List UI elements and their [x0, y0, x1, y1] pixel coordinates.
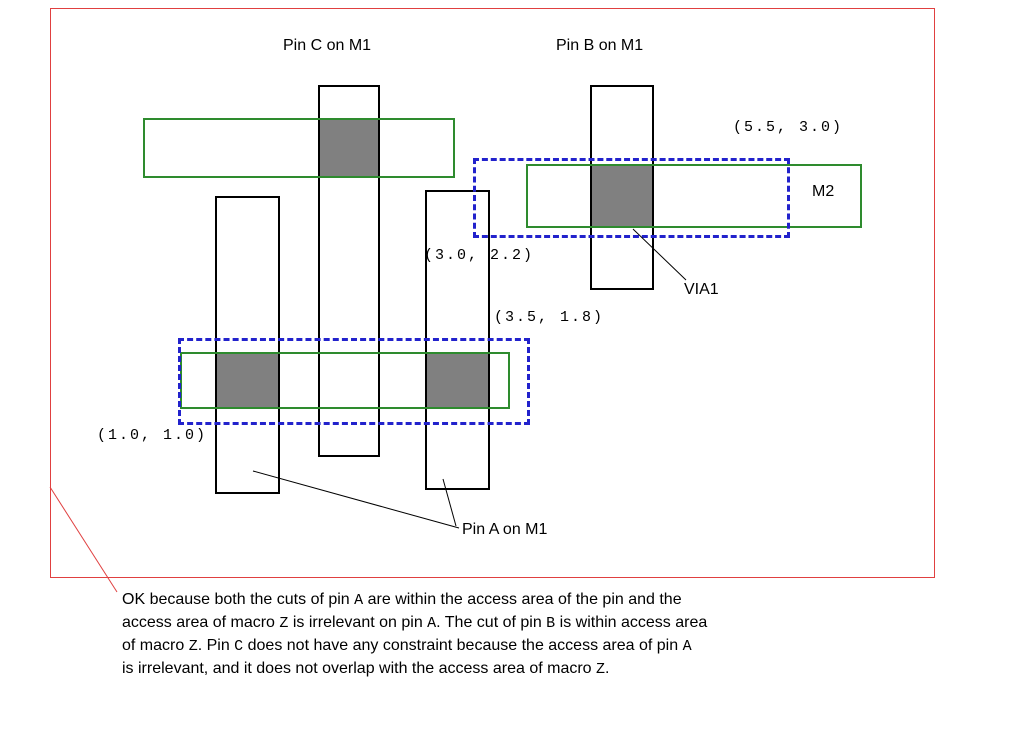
via-cut-pin-b: [590, 164, 654, 228]
via-cut-pin-c: [318, 118, 380, 178]
pin-c-shape: [318, 85, 380, 457]
pin-a-left-shape: [215, 196, 280, 494]
pin-c-label: Pin C on M1: [283, 37, 372, 54]
coord-label-bottom-left: (1.0, 1.0): [97, 427, 208, 444]
macro-z-access-area-bottom: [178, 338, 530, 425]
coord-label-blue-bottom-corner: (3.5, 1.8): [494, 309, 605, 326]
via1-label: VIA1: [684, 281, 719, 298]
m2-label: M2: [812, 183, 835, 200]
coord-label-blue-right-corner: (3.0, 2.2): [424, 247, 535, 264]
caption-line: is irrelevant, and it does not overlap w…: [122, 660, 610, 678]
access-area-pin-a: [180, 352, 510, 409]
pin-a-label: Pin A on M1: [462, 521, 548, 538]
coord-label-top-right: (5.5, 3.0): [733, 119, 844, 136]
via-cut-pin-a-right: [425, 352, 490, 409]
caption-line: OK because both the cuts of pin A are wi…: [122, 591, 682, 609]
via-cut-pin-a-left: [215, 352, 280, 409]
access-area-m2: [526, 164, 862, 228]
pin-b-shape: [590, 85, 654, 290]
pin-b-label: Pin B on M1: [556, 37, 644, 54]
caption-paragraph: OK because both the cuts of pin A are wi…: [122, 589, 902, 681]
caption-line: of macro Z. Pin C does not have any cons…: [122, 637, 692, 655]
access-area-pin-c: [143, 118, 455, 178]
macro-z-access-area-right: [473, 158, 790, 238]
diagram-border: [50, 8, 935, 578]
caption-line: access area of macro Z is irrelevant on …: [122, 614, 708, 632]
